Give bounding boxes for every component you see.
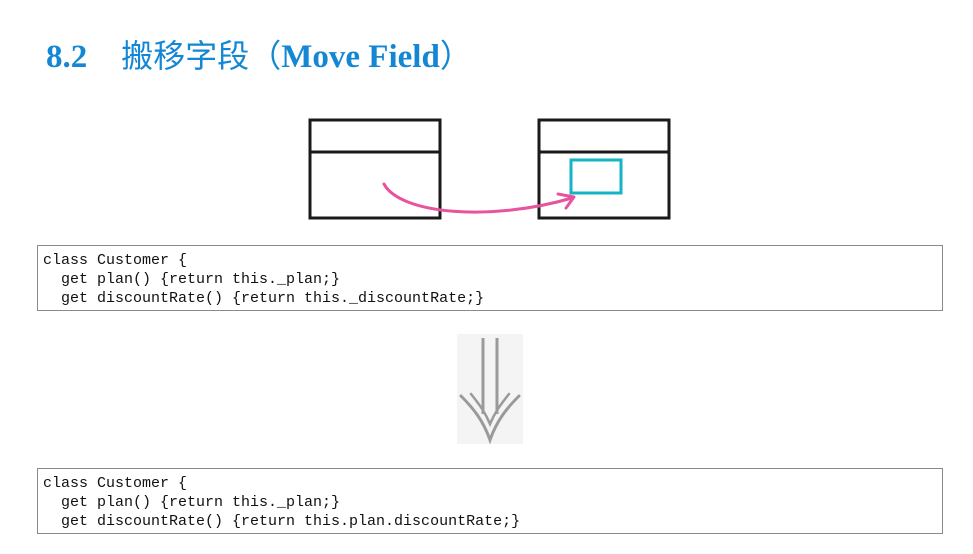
code-line: get discountRate() {return this.plan.dis… (43, 513, 521, 530)
move-field-diagram (308, 118, 671, 220)
code-before-block: class Customer { get plan() {return this… (37, 245, 943, 311)
target-class-box (537, 118, 671, 220)
section-number: 8.2 (46, 39, 88, 75)
source-class-box (308, 118, 442, 220)
code-line: get discountRate() {return this._discoun… (43, 290, 485, 307)
title-close-paren: ） (439, 37, 472, 75)
title-english: Move Field (281, 39, 440, 75)
code-line: get plan() {return this._plan;} (43, 494, 341, 511)
code-line: class Customer { (43, 252, 188, 269)
down-arrow-icon (457, 334, 523, 444)
move-arrow (382, 182, 576, 214)
code-line: get plan() {return this._plan;} (43, 271, 341, 288)
code-line: class Customer { (43, 475, 188, 492)
title-chinese: 搬移字段（ (121, 37, 282, 75)
code-after-block: class Customer { get plan() {return this… (37, 468, 943, 534)
moved-field-box (569, 158, 623, 195)
page-title: 8.2 搬移字段（Move Field） (46, 34, 472, 79)
